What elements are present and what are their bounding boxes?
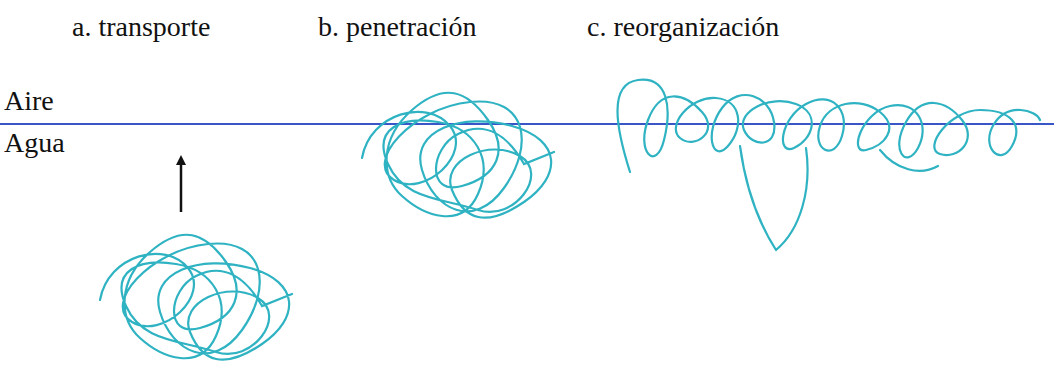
panel-label: a. transporte <box>72 12 210 43</box>
polymer-spread <box>618 80 1041 250</box>
panel-label: c. reorganización <box>587 12 779 43</box>
phase-label: Agua <box>4 128 65 159</box>
polymer-coil <box>362 93 554 218</box>
interface-line <box>0 123 1054 125</box>
transport-arrow <box>180 160 183 212</box>
phase-label: Aire <box>4 86 54 117</box>
panel-label: b. penetración <box>318 12 477 43</box>
polymer-coil <box>100 235 292 360</box>
